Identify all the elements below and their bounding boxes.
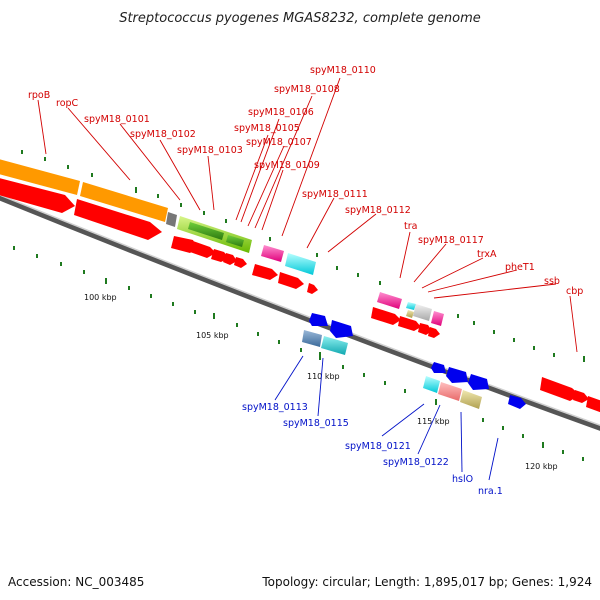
gene-label-hslo: hslO <box>452 474 473 485</box>
genome-backbone-highlight <box>0 194 600 426</box>
scale-label-110: 110 kbp <box>307 372 340 381</box>
gene-label-spym18-0108: spyM18_0108 <box>274 84 340 95</box>
gene-forward <box>74 199 162 240</box>
scale-label-100: 100 kbp <box>84 293 117 302</box>
gene-forward <box>371 307 401 325</box>
gene-salmon <box>438 382 462 401</box>
gene-teal <box>321 336 348 355</box>
gene-label-spym18-0107: spyM18_0107 <box>246 137 312 148</box>
gene-label-nra1: nra.1 <box>478 486 503 497</box>
gene-label-spym18-0105: spyM18_0105 <box>234 123 300 134</box>
gene-label-phet1: pheT1 <box>505 262 535 273</box>
gene-pink <box>377 292 402 309</box>
gene-label-rpob: rpoB <box>28 90 50 101</box>
gene-label-spym18-0117: spyM18_0117 <box>418 235 484 246</box>
map-title: Streptococcus pyogenes MGAS8232, complet… <box>119 11 481 26</box>
scale-label-105: 105 kbp <box>196 331 229 340</box>
accession-text: Accession: NC_003485 <box>8 575 144 589</box>
gene-label-spym18-0122: spyM18_0122 <box>383 457 449 468</box>
gene-ropc <box>80 182 168 222</box>
gene-label-ssb: ssb <box>544 276 560 287</box>
gene-label-spym18-0102: spyM18_0102 <box>130 129 196 140</box>
gene-forward <box>586 396 600 413</box>
gene-forward <box>223 253 237 265</box>
gene-cyan <box>406 302 416 310</box>
gene-reverse <box>468 374 489 390</box>
gene-label-spym18-0112: spyM18_0112 <box>345 205 411 216</box>
gene-label-spym18-0113: spyM18_0113 <box>242 402 308 413</box>
gene-steel <box>302 330 322 347</box>
gene-forward <box>234 257 247 268</box>
gene-silver <box>413 304 432 321</box>
gene-grey <box>166 212 177 227</box>
gene-label-spym18-0106: spyM18_0106 <box>248 107 314 118</box>
gene-cyan <box>285 253 316 275</box>
gene-label-cbp: cbp <box>566 286 583 297</box>
gene-forward <box>252 264 278 280</box>
gene-forward <box>573 390 589 403</box>
gene-label-spym18-0110: spyM18_0110 <box>310 65 376 76</box>
gene-rpob <box>0 159 80 195</box>
gene-forward <box>428 327 440 338</box>
gene-cyan <box>423 376 440 393</box>
gene-pink <box>431 311 444 326</box>
gene-forward <box>0 178 75 213</box>
gene-label-ropc: ropC <box>56 98 79 109</box>
gene-label-spym18-0103: spyM18_0103 <box>177 145 243 156</box>
bottom-leaders <box>274 355 499 481</box>
gene-reverse <box>330 320 353 338</box>
gene-label-spym18-0115: spyM18_0115 <box>283 418 349 429</box>
scale-label-120: 120 kbp <box>525 462 558 471</box>
gene-label-spym18-0121: spyM18_0121 <box>345 441 411 452</box>
gene-label-spym18-0109: spyM18_0109 <box>254 160 320 171</box>
top-leaders <box>37 77 578 353</box>
gene-dark-green <box>188 222 224 240</box>
gene-reverse <box>309 313 328 326</box>
gene-reverse <box>431 362 446 373</box>
genome-summary-text: Topology: circular; Length: 1,895,017 bp… <box>261 575 592 589</box>
tick-marks <box>13 150 585 461</box>
gene-label-spym18-0101: spyM18_0101 <box>84 114 150 125</box>
gene-forward <box>307 283 318 294</box>
gene-dark-green <box>226 235 244 247</box>
gene-label-tra: tra <box>404 221 417 232</box>
scale-label-115: 115 kbp <box>417 417 450 426</box>
gene-khaki <box>406 310 414 318</box>
gene-label-spym18-0111: spyM18_0111 <box>302 189 368 200</box>
gene-pink <box>261 245 284 262</box>
gene-khaki <box>460 390 482 409</box>
gene-forward <box>171 236 197 253</box>
gene-label-trxa: trxA <box>477 249 497 260</box>
gene-reverse <box>446 367 468 383</box>
gene-reverse <box>508 395 526 409</box>
gene-forward <box>398 316 421 331</box>
gene-forward <box>278 272 304 289</box>
gene-forward <box>540 377 580 401</box>
gene-forward <box>418 323 432 335</box>
gene-forward <box>190 241 216 258</box>
